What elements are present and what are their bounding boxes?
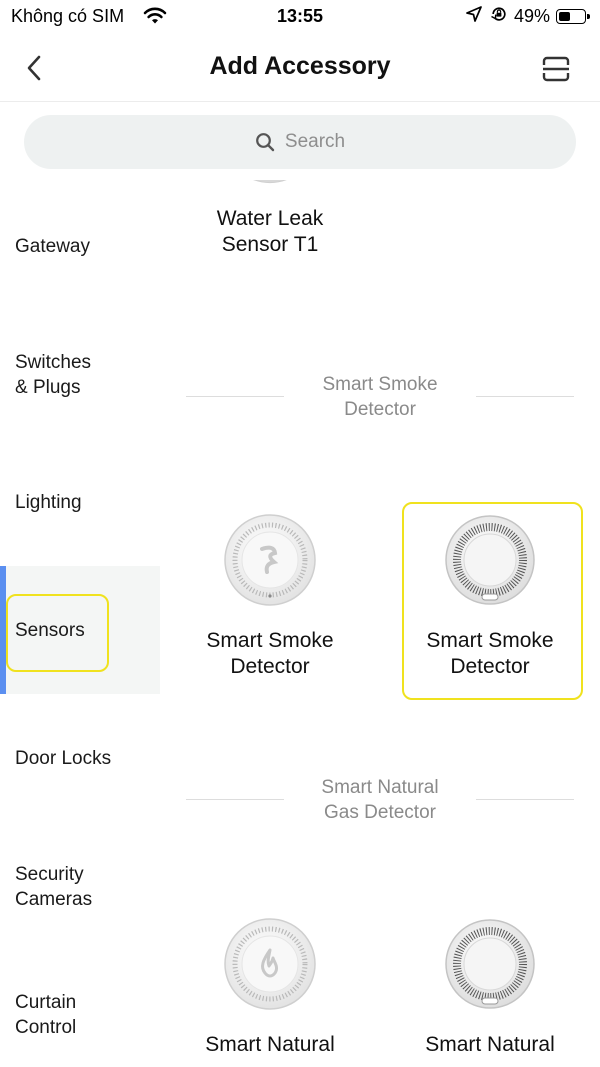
page-title: Add Accessory [209,52,391,80]
section-title: Smart Natural [321,777,439,798]
search-input[interactable]: Search [24,115,576,169]
battery-percent: 49% [513,6,550,26]
product-name: Smart Smoke [426,629,554,652]
search-icon [255,132,275,152]
status-bar: Không có SIM 13:55 [0,0,600,34]
product-name: Detector [230,655,310,678]
sidebar-item-label: Cameras [15,889,93,910]
gas-detector-image [445,919,535,1009]
back-button[interactable] [16,50,52,86]
category-sidebar: Gateway Switches & Plugs Lighting Sensor… [0,180,160,1067]
location-arrow-icon [466,6,482,27]
battery-fill [559,12,570,21]
divider-line [476,396,574,397]
product-name: Smart Smoke [206,629,334,652]
product-name: Water Leak [216,207,324,230]
sidebar-item-label: Switches [15,352,92,373]
divider-line [186,396,284,397]
product-name: Detector [450,655,530,678]
status-right: 49% [466,5,590,28]
sidebar-item-curtain-control[interactable]: Curtain Control [0,990,160,1040]
sidebar-item-label: Security [15,864,84,885]
sidebar-item-label: Door Locks [15,748,112,769]
sidebar-item-gateway[interactable]: Gateway [0,234,160,259]
smoke-detector-image [224,514,316,606]
section-title: Detector [344,399,416,420]
sidebar-item-label: Gateway [15,236,90,257]
section-title: Gas Detector [324,802,436,823]
sidebar-item-label: & Plugs [15,377,81,398]
gas-detector-image [224,918,316,1010]
sidebar-item-label: Sensors [15,620,85,641]
product-name: Sensor T1 [221,233,319,256]
product-list: Water Leak Sensor T1 Smart Smoke Detecto… [160,180,600,1067]
active-indicator [0,566,6,694]
rotation-lock-icon [490,5,508,28]
divider-line [186,799,284,800]
sidebar-item-label: Lighting [15,492,82,513]
carrier-label: Không có SIM [11,6,125,26]
scan-button[interactable] [538,52,574,86]
scan-icon [542,56,570,82]
sidebar-item-label: Curtain [15,992,77,1013]
wifi-icon [143,7,167,30]
product-smart-natural-gas-detector-2[interactable]: Smart Natural [380,916,600,1058]
nav-bar: Add Accessory [0,34,600,102]
sidebar-item-lighting[interactable]: Lighting [0,490,160,515]
product-water-leak-sensor[interactable]: Water Leak Sensor T1 [160,180,380,258]
product-name: Smart Natural [425,1033,555,1056]
product-smart-smoke-detector-1[interactable]: Smart Smoke Detector [160,512,380,680]
clock: 13:55 [276,6,324,26]
section-title: Smart Smoke [322,374,438,395]
sidebar-item-label: Control [15,1017,77,1038]
product-name: Smart Natural [205,1033,335,1056]
product-smart-smoke-detector-2[interactable]: Smart Smoke Detector [380,512,600,680]
product-smart-natural-gas-detector-1[interactable]: Smart Natural [160,916,380,1058]
sidebar-item-door-locks[interactable]: Door Locks [0,746,160,771]
sidebar-item-switches-plugs[interactable]: Switches & Plugs [0,350,160,400]
divider-line [476,799,574,800]
smoke-detector-image [445,515,535,605]
chevron-left-icon [27,55,41,81]
battery-icon [556,9,590,24]
sidebar-item-sensors[interactable]: Sensors [0,566,160,694]
water-leak-sensor-image [253,180,287,183]
search-placeholder: Search [284,131,346,152]
sidebar-item-security-cameras[interactable]: Security Cameras [0,862,160,912]
